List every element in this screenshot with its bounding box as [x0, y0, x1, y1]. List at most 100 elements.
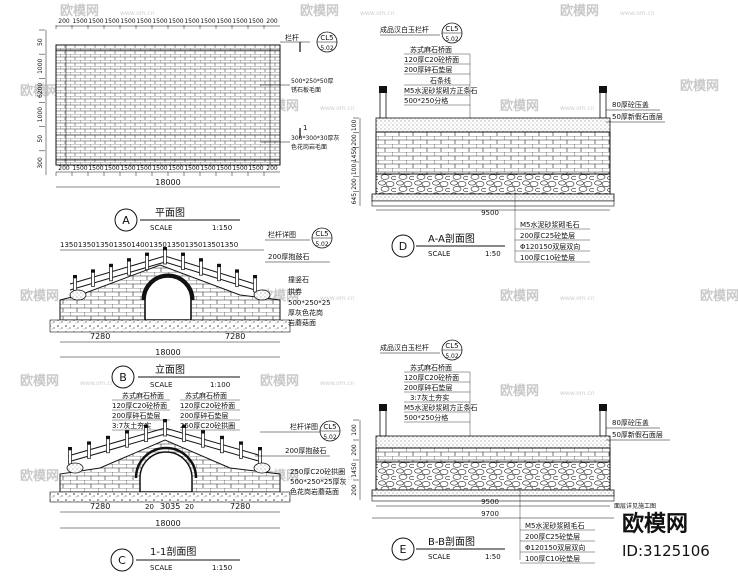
dim-label: 1500 [248, 18, 263, 25]
s11-scale-word: SCALE [150, 564, 172, 572]
dim-label: 1500 [216, 165, 231, 172]
railing-cap [125, 430, 129, 434]
aa-note-0: 苏式麻石桥面 [410, 45, 452, 54]
watermark-brand: 欧模网 [20, 373, 59, 389]
s11-side-0: 栏杆详图 [290, 422, 318, 431]
dim-label: 1500 [200, 18, 215, 25]
dim-label: 1500 [72, 165, 87, 172]
bb-head: 成品汉白玉栏杆 [380, 343, 429, 352]
aa-right-0: 80厚砼压盖 [612, 100, 649, 109]
aa-bottom-2: Φ120150双层双向 [520, 242, 580, 251]
railing-cap [163, 247, 167, 250]
dim-label: 645 [351, 193, 358, 205]
railing-cap [258, 447, 262, 450]
dim-label: 1500 [120, 18, 135, 25]
bb-post-left [379, 409, 387, 437]
plan-ref-sub: 5.02 [320, 45, 334, 52]
dim-label: 50 [37, 38, 44, 46]
dim-label: 1500 [104, 18, 119, 25]
plan-note-1: 500*250*50厚 [291, 78, 334, 85]
aa-head: 成品汉白玉栏杆 [380, 25, 429, 34]
plan-ref-code: CL5 [320, 34, 333, 42]
railing-post [199, 260, 203, 276]
elev-note-0: 栏杆详图 [268, 230, 296, 239]
elev-right-dim: 7280 [225, 332, 245, 341]
dim-label: 300 [37, 157, 44, 169]
aa-stone-wall [375, 131, 611, 175]
plan-deck [55, 44, 281, 166]
dim-label: 50 [37, 135, 44, 143]
railing-post [239, 444, 243, 459]
watermark-brand: 欧模网 [20, 83, 59, 99]
railing-cap [109, 263, 113, 267]
railing-cap [201, 430, 205, 434]
s11-side-4: 色花岗岩蘑菇面 [290, 487, 339, 496]
watermark-site: www.om.cn [120, 10, 155, 17]
watermark-site: www.om.cn [560, 105, 595, 112]
brand-id: ID:3125106 [622, 542, 710, 560]
dim-label: 100 [351, 424, 358, 436]
watermark-brand: 欧模网 [500, 98, 539, 114]
aa-title: A-A剖面图 [428, 232, 475, 245]
dim-label: 1450 [351, 147, 358, 162]
watermark-site: www.om.cn [620, 10, 655, 17]
aa-note-2: 200厚碎石垫层 [404, 65, 452, 74]
railing-post [109, 266, 113, 282]
dim-label: 1500 [232, 18, 247, 25]
railing-cap [127, 258, 131, 262]
elev-scale: 1:100 [210, 381, 230, 389]
bb-note-1: 120厚C20砼桥面 [404, 373, 459, 382]
railing-post [258, 449, 262, 465]
watermark-layer: 欧模网 www.om.cn 欧模网 www.om.cn 欧模网 www.om.cn 欧模网 w… [20, 3, 738, 484]
dim-label: 1500 [184, 18, 199, 25]
s11-total: 18000 [155, 519, 180, 528]
dim-label: 1500 [216, 18, 231, 25]
railing-cap [68, 447, 72, 450]
plan-section-tag: 1 [303, 124, 307, 132]
railing-post [163, 421, 167, 437]
s11-ref-sub: 5.02 [323, 434, 337, 441]
bb-bottom-1: 200厚C25砼垫层 [525, 532, 580, 541]
bb-marker-letter: E [400, 543, 407, 556]
s11-dim-3: 20 [185, 503, 194, 511]
s11-title: 1-1剖面图 [150, 545, 196, 558]
railing-cap [182, 424, 186, 428]
aa-note-3: 石条线 [430, 76, 451, 85]
elev-railing-posts [73, 247, 257, 293]
railing-cap [220, 435, 224, 439]
elev-note-6: 岩蘑菇面 [288, 318, 316, 327]
watermark-brand: 欧模网 [500, 288, 539, 304]
railing-cap [163, 419, 167, 422]
s11-side-3: 500*250*25厚灰 [290, 477, 347, 486]
railing-cap [217, 263, 221, 267]
railing-post [125, 432, 129, 448]
plan-marker-letter: A [122, 214, 130, 227]
watermark-site: www.om.cn [560, 390, 595, 397]
bb-width-1: 9700 [481, 510, 499, 518]
railing-post [235, 272, 239, 287]
elev-ref-sub: 5.02 [315, 241, 329, 248]
dim-label: 1500 [168, 18, 183, 25]
elev-top-dims: 1350135013501350140013501350135013501350 [60, 241, 238, 249]
s11-dim-0: 7280 [90, 502, 110, 511]
railing-post [68, 449, 72, 465]
railing-post [163, 249, 167, 265]
watermark-brand: 欧模网 [300, 3, 339, 19]
watermark-site: www.om.cn [80, 380, 115, 387]
watermark-brand: 欧模网 [260, 373, 299, 389]
elev-note-1: 200厚抱鼓石 [268, 252, 309, 261]
railing-cap [73, 275, 77, 278]
elev-drum-stone-right [253, 289, 271, 301]
dim-label: 1500 [248, 165, 263, 172]
section-1-1-view: 苏式麻石桥面 120厚C20砼桥面 200厚碎石垫层 3:7灰土夯实 苏式麻石桥… [49, 391, 347, 572]
aa-note-1: 120厚C20砼桥面 [404, 55, 459, 64]
railing-post [220, 438, 224, 454]
aa-scale: 1:50 [485, 250, 501, 258]
s11-note-l2: 200厚碎石垫层 [112, 411, 160, 420]
elev-drum-stone-left [69, 289, 87, 301]
elev-left-dim: 7280 [90, 332, 110, 341]
bb-bottom-2: Φ120150双层双向 [525, 543, 585, 552]
